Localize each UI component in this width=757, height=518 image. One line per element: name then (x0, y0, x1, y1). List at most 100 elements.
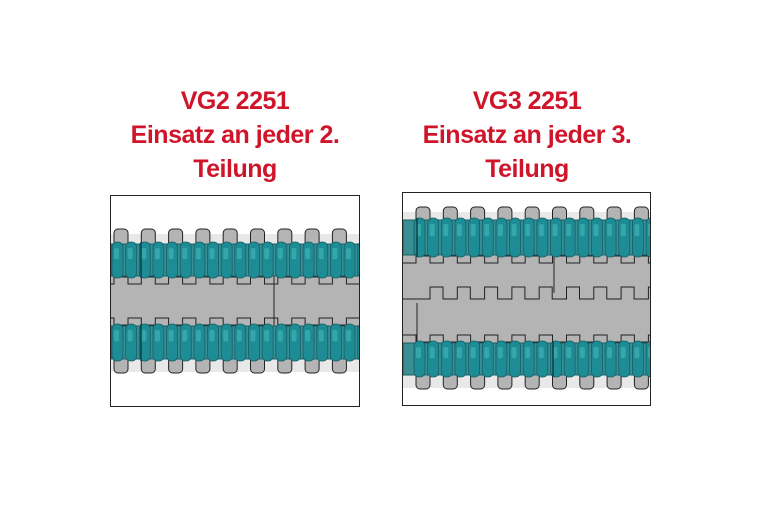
insert-rib (193, 323, 206, 362)
insert-rib (166, 241, 178, 279)
insert-rib (111, 241, 124, 279)
insert-rib (618, 340, 631, 378)
insert-rib (111, 323, 124, 362)
insert-highlight (593, 347, 599, 359)
insert-highlight (318, 330, 324, 342)
insert-highlight (511, 347, 517, 359)
insert-highlight (456, 224, 462, 237)
insert-highlight (209, 248, 215, 260)
insert-highlight (346, 248, 352, 260)
insert-rib (481, 340, 494, 378)
insert-highlight (223, 248, 229, 260)
insert-highlight (484, 224, 490, 237)
insert-rib (248, 323, 260, 362)
insert-rib (591, 340, 603, 378)
insert-rib (509, 217, 521, 258)
insert-rib (645, 340, 650, 378)
insert-rib (302, 323, 315, 362)
insert-highlight (566, 347, 572, 359)
insert-rib (207, 323, 219, 362)
insert-rib (234, 323, 247, 362)
insert-rib (316, 323, 329, 362)
title-name: VG3 2251 (472, 87, 582, 115)
insert-rib (166, 323, 178, 362)
insert-rib (550, 217, 562, 258)
insert-highlight (648, 224, 650, 237)
insert-highlight (141, 330, 147, 342)
insert-rib (481, 217, 494, 258)
insert-rib (509, 340, 521, 378)
insert-highlight (346, 330, 352, 342)
insert-rib (343, 241, 356, 279)
insert-highlight (497, 224, 503, 237)
insert-highlight (332, 248, 338, 260)
insert-rib (440, 217, 453, 258)
title-line3: Teilung (485, 155, 569, 183)
insert-highlight (443, 347, 449, 359)
insert-highlight (566, 224, 572, 237)
insert-highlight (579, 347, 585, 359)
insert-highlight (538, 347, 544, 359)
insert-rib (220, 241, 233, 279)
insert-highlight (634, 347, 640, 359)
insert-rib (289, 323, 301, 362)
insert-rib (234, 241, 247, 279)
insert-rib (152, 323, 165, 362)
insert-rib (495, 340, 508, 378)
insert-highlight (620, 224, 626, 237)
insert-rib (302, 241, 315, 279)
insert-highlight (223, 330, 229, 342)
insert-highlight (648, 347, 650, 359)
insert-rib (550, 340, 562, 378)
insert-highlight (141, 248, 147, 260)
insert-rib (536, 217, 549, 258)
insert-rib (152, 241, 165, 279)
insert-highlight (607, 347, 613, 359)
title-vg3: VG3 2251 Einsatz an jeder 3. Teilung (367, 84, 687, 186)
insert-rib (563, 217, 576, 258)
insert-rib (604, 340, 617, 378)
insert-rib (577, 340, 590, 378)
insert-rib (248, 241, 260, 279)
insert-highlight (525, 347, 531, 359)
insert-rib (413, 340, 426, 378)
insert-rib (357, 243, 359, 277)
belt-diagram-vg2 (110, 195, 360, 407)
insert-rib (591, 217, 603, 258)
insert-highlight (182, 248, 188, 260)
insert-rib (631, 217, 644, 258)
insert-rib (261, 323, 274, 362)
insert-rib (618, 217, 631, 258)
insert-rib (261, 241, 274, 279)
insert-rib (440, 340, 453, 378)
insert-rib (468, 217, 480, 258)
insert-highlight (277, 330, 283, 342)
insert-highlight (114, 248, 119, 260)
insert-highlight (195, 330, 201, 342)
insert-rib (316, 241, 329, 279)
insert-rib (495, 217, 508, 258)
insert-highlight (168, 330, 174, 342)
insert-highlight (525, 224, 531, 237)
insert-highlight (250, 330, 256, 342)
insert-highlight (456, 347, 462, 359)
insert-highlight (552, 224, 558, 237)
title-vg2: VG2 2251 Einsatz an jeder 2. Teilung (75, 84, 395, 186)
insert-rib (454, 217, 467, 258)
insert-highlight (236, 330, 242, 342)
title-line3: Teilung (193, 155, 277, 183)
title-line2: Einsatz an jeder 3. (422, 121, 632, 149)
insert-highlight (154, 248, 160, 260)
insert-highlight (470, 347, 476, 359)
title-line2: Einsatz an jeder 2. (130, 121, 340, 149)
insert-rib (125, 323, 138, 362)
insert-highlight (168, 248, 174, 260)
insert-rib (275, 323, 288, 362)
insert-rib (427, 340, 440, 378)
insert-rib (193, 241, 206, 279)
insert-rib (179, 241, 192, 279)
insert-highlight (154, 330, 160, 342)
insert-highlight (593, 224, 599, 237)
belt-diagram-vg3 (402, 192, 651, 406)
insert-rib (329, 241, 342, 279)
